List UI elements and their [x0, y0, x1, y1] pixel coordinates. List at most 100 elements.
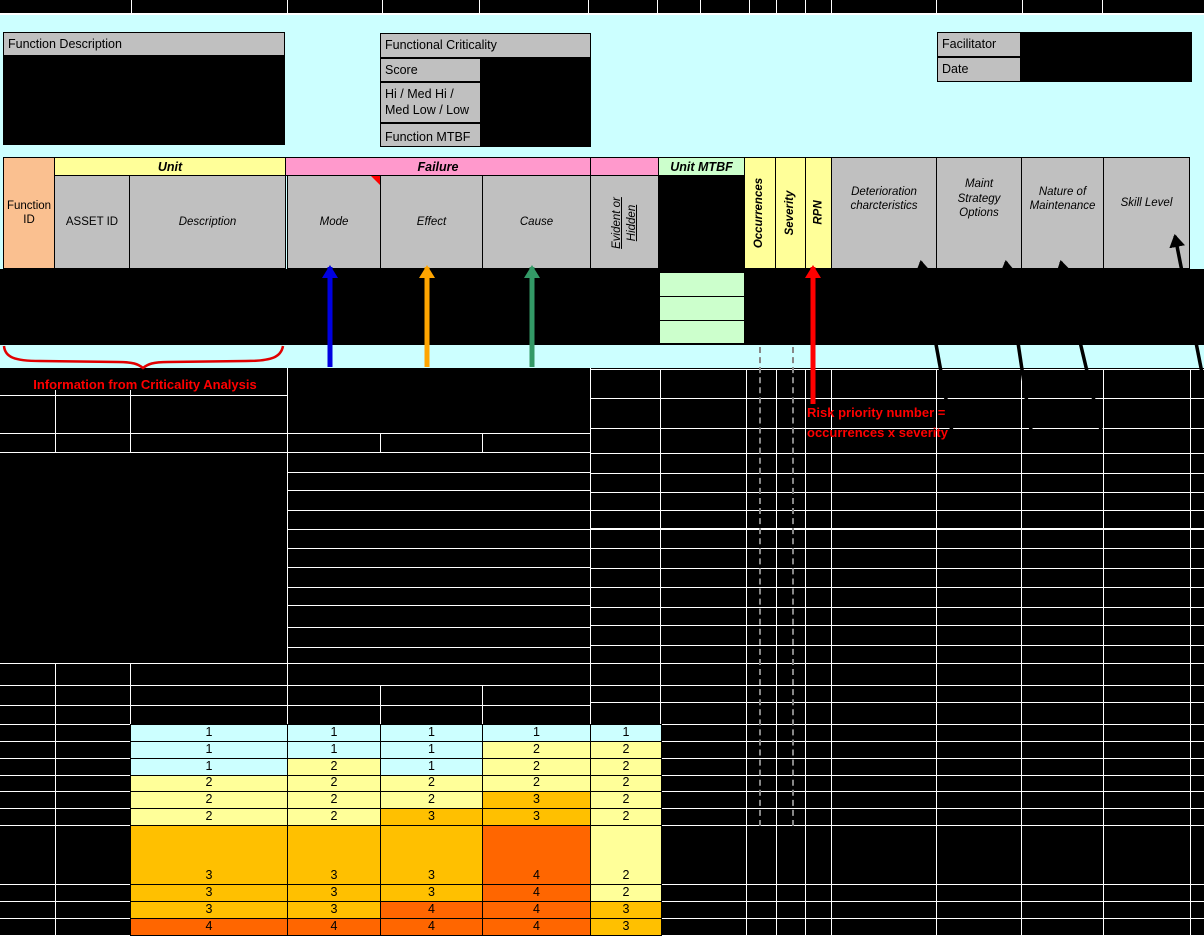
gridline-v — [482, 433, 483, 452]
risk-matrix-cell[interactable]: 3 — [287, 825, 381, 885]
column-divider — [776, 0, 777, 15]
gridline-h — [590, 607, 1204, 608]
unit-mtbf-cell-3[interactable] — [659, 320, 745, 344]
function-description-text: Function Description — [8, 37, 122, 51]
gridline-h — [590, 625, 1204, 626]
skill-level-text: Skill Level — [1120, 196, 1173, 209]
facilitator-date-value-cell[interactable] — [1020, 32, 1192, 82]
function-id-text: Function ID — [6, 199, 52, 226]
gridline-h — [0, 452, 590, 453]
rating-line1: Hi / Med Hi / — [385, 87, 454, 101]
column-divider — [749, 0, 750, 15]
header-cause[interactable]: Cause — [482, 175, 591, 269]
gridline-h — [0, 433, 590, 434]
gridline-h — [661, 884, 1204, 885]
gridline-v — [590, 368, 591, 936]
gridline-h — [287, 472, 590, 473]
function-description-value-cell[interactable] — [3, 56, 285, 145]
gridline-h — [590, 528, 1204, 530]
unit-mtbf-cell-1[interactable] — [659, 272, 745, 297]
gridline-v — [776, 369, 777, 936]
top-row-band — [0, 0, 1204, 15]
gridline-h — [661, 901, 1204, 902]
gridline-h — [0, 775, 130, 776]
score-text: Score — [385, 63, 418, 77]
skill-level-arrow — [1169, 234, 1204, 379]
gridline-h — [661, 918, 1204, 919]
criticality-analysis-note-text: Information from Criticality Analysis — [33, 377, 257, 392]
gridline-h — [287, 647, 590, 648]
column-divider — [588, 0, 589, 15]
nature-arrow — [1055, 260, 1103, 431]
unit-group-text: Unit — [157, 159, 183, 174]
deterioration-text: Deterioration charcteristics — [850, 185, 918, 212]
header-skill-level[interactable]: Skill Level — [1103, 157, 1190, 269]
gridline-h — [0, 395, 287, 396]
gridline-v — [380, 433, 381, 452]
header-evident-hidden[interactable]: Evident or Hidden — [590, 175, 659, 269]
gridline-v — [1021, 369, 1022, 936]
effect-text: Effect — [416, 215, 447, 228]
unit-mtbf-header-blank[interactable] — [658, 175, 745, 269]
gridline-v — [660, 369, 661, 936]
gridline-h — [590, 702, 1204, 703]
gridline-v — [805, 369, 806, 936]
header-mode[interactable]: Mode — [287, 175, 381, 269]
facilitator-label: Facilitator — [937, 32, 1021, 57]
cause-text: Cause — [519, 215, 554, 228]
gridline-h — [590, 492, 1204, 493]
column-divider — [287, 0, 288, 15]
criticality-values-cell[interactable] — [480, 58, 591, 147]
header-asset-id[interactable]: ASSET ID — [54, 175, 130, 269]
gridline-v — [831, 369, 832, 936]
header-description[interactable]: Description — [129, 175, 286, 269]
header-lower-band — [0, 269, 1204, 345]
mode-comment-marker — [371, 176, 380, 185]
risk-matrix-cell[interactable]: 3 — [380, 825, 483, 885]
occurrences-leader-dashed-line — [759, 347, 761, 826]
gridline-v — [130, 390, 131, 452]
gridline-h — [590, 453, 1204, 454]
gridline-h — [0, 918, 130, 919]
gridline-h — [661, 825, 1204, 826]
gridline-h — [287, 627, 590, 628]
column-divider — [831, 0, 832, 15]
column-divider — [700, 0, 701, 15]
gridline-v — [55, 390, 56, 452]
gridline-v — [1103, 369, 1104, 936]
gridline-h — [661, 775, 1204, 776]
date-text: Date — [942, 62, 969, 76]
facilitator-text: Facilitator — [942, 37, 997, 51]
gridline-v — [287, 368, 288, 724]
gridline-v — [1190, 369, 1191, 936]
mode-text: Mode — [319, 215, 349, 228]
gridline-v — [380, 685, 381, 724]
header-group-unit-mtbf[interactable]: Unit MTBF — [658, 157, 745, 176]
maint-strategy-arrow — [999, 260, 1033, 431]
function-mtbf-label: Function MTBF — [380, 123, 481, 147]
criticality-brace — [2, 345, 285, 370]
column-divider — [479, 0, 480, 15]
header-nature-maintenance[interactable]: Nature of Maintenance — [1021, 157, 1104, 269]
gridline-h — [287, 529, 590, 530]
gridline-h — [0, 663, 1204, 664]
rpn-note-line1: Risk priority number = — [807, 405, 946, 420]
rating-line2: Med Low / Low — [385, 103, 470, 117]
gridline-h — [0, 724, 130, 725]
date-label: Date — [937, 57, 1021, 82]
gridline-h — [661, 791, 1204, 792]
column-divider — [131, 0, 132, 15]
rating-label: Hi / Med Hi / Med Low / Low — [380, 82, 481, 123]
gridline-v — [746, 369, 747, 936]
column-divider — [1022, 0, 1023, 15]
header-effect[interactable]: Effect — [380, 175, 483, 269]
gridline-h — [287, 548, 1204, 549]
gridline-h — [661, 741, 1204, 742]
gridline-h — [0, 705, 590, 706]
header-function-id[interactable]: Function ID — [3, 157, 55, 269]
header-maint-strategy[interactable]: Maint Strategy Options — [936, 157, 1022, 269]
gridline-h — [287, 567, 590, 568]
